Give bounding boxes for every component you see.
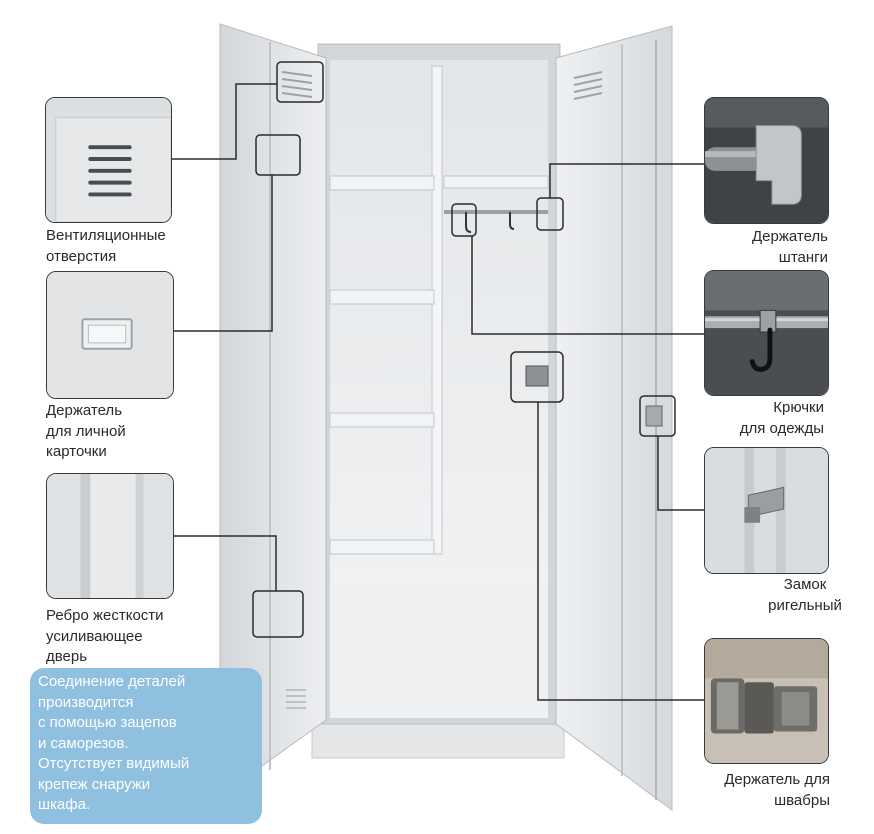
rod-holder-thumbnail [704,97,829,224]
bolt-lock-icon [705,448,828,573]
leader-lines [171,83,704,701]
assembly-note: Соединение деталей производится с помощь… [30,668,262,824]
rod-holder-icon [705,98,828,223]
lock-thumbnail [704,447,829,574]
clothes-hook-icon [705,271,828,395]
cabinet-shelves [329,65,549,555]
rod-holder-caption: Держатель штанги [751,228,828,266]
mop-holder-icon [705,639,828,763]
ventilation-thumbnail [45,97,172,223]
hooks-thumbnail [704,270,829,396]
card-holder-icon [47,272,173,398]
stiffener-thumbnail [46,473,174,599]
card-holder-caption: Держатель для личной карточки [46,402,126,460]
right-door [555,25,673,811]
mop-holder-thumbnail [704,638,829,764]
hooks-caption: Крючки для одежды [739,399,824,437]
ventilation-caption: Вентиляционные отверстия [46,227,166,265]
cabinet-base [311,721,565,759]
stiffener-rib-icon [47,474,173,598]
lock-caption: Замок ригельный [768,576,842,614]
mop-holder-caption: Держатель для швабры [724,771,830,809]
vent-grille-icon [46,98,171,222]
stiffener-caption: Ребро жесткости усиливающее дверь [46,607,164,665]
card-holder-thumbnail [46,271,174,399]
left-door [219,23,327,797]
